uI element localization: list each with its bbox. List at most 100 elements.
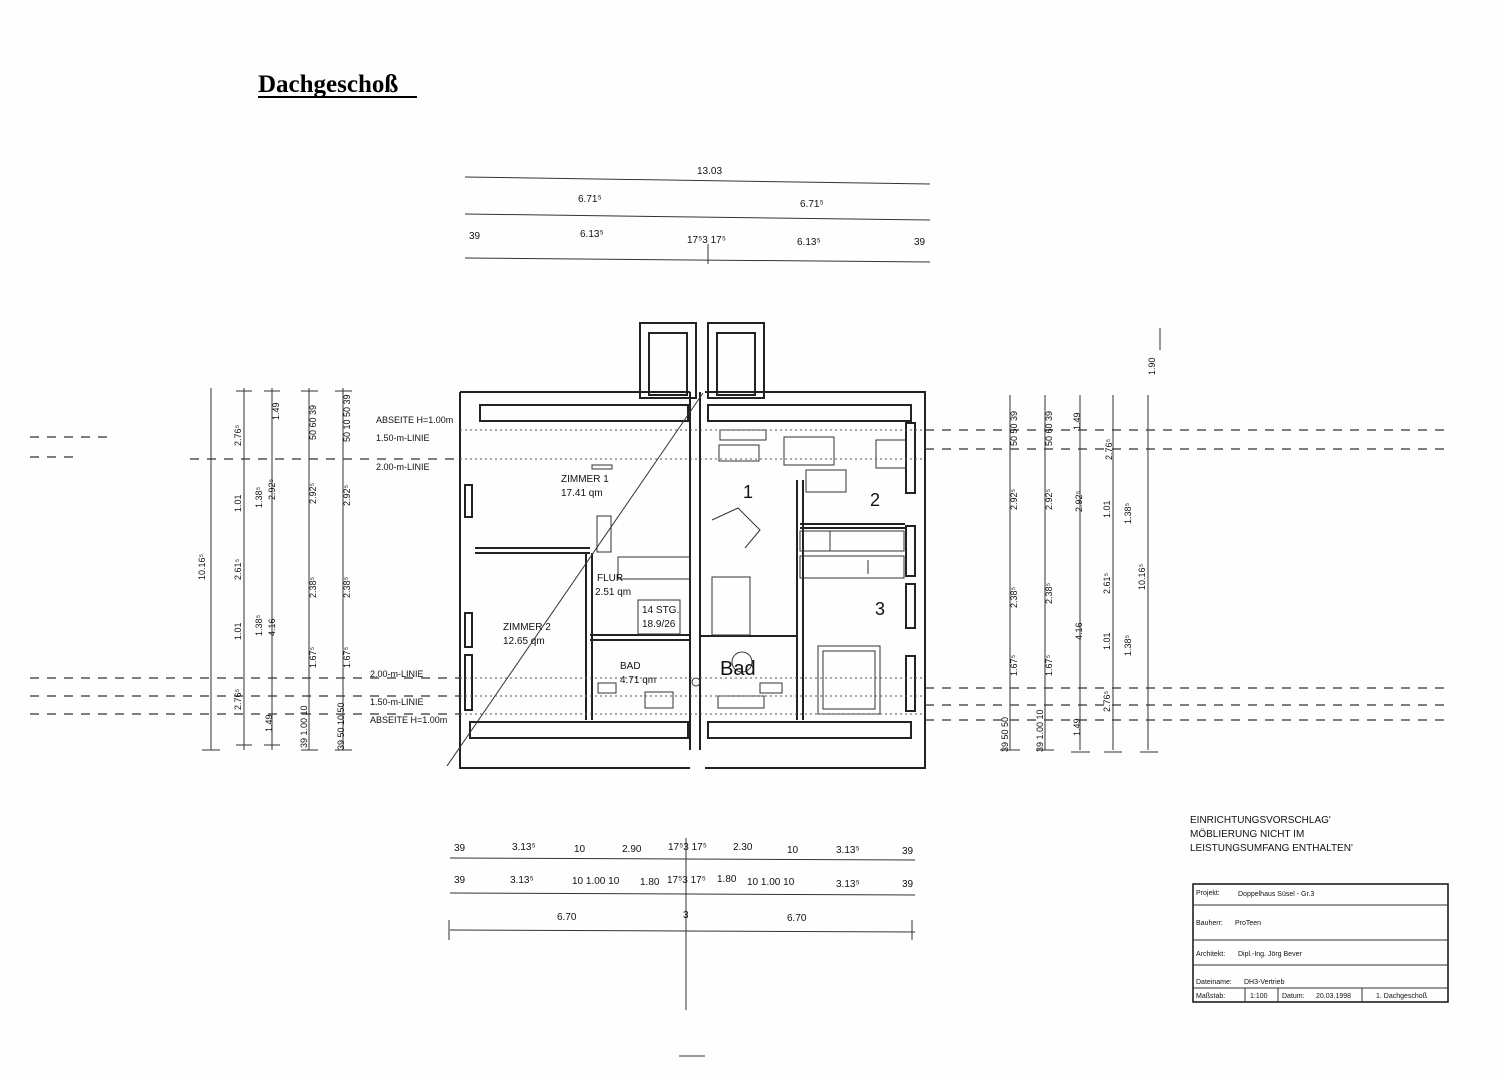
datum-value: 20.03.1998 [1316, 993, 1351, 1000]
note-line-3: LEISTUNGSUMFANG ENTHALTEN' [1190, 843, 1353, 854]
right-c5-c: 2.76⁵ [1102, 690, 1112, 712]
bottom-r1-7: 10 [787, 845, 799, 856]
top-dim-3: 17⁵3 17⁵ [687, 235, 726, 246]
right-c1-a: 50 50 39 [1009, 411, 1019, 446]
bad-name: BAD [620, 661, 641, 672]
room-number-2: 2 [870, 490, 880, 510]
left-c4-c: 2.38⁵ [308, 576, 318, 598]
bottom-dimension-chain [448, 838, 916, 1057]
massstab-label: Maßstab: [1196, 993, 1225, 1000]
right-c4-d: 1.38⁵ [1123, 634, 1133, 656]
flur-area: 2.51 qm [595, 587, 631, 598]
stairs-ratio: 18.9/26 [642, 619, 676, 630]
bottom-r3-1: 6.70 [557, 912, 577, 923]
bottom-r1-4: 2.90 [622, 844, 642, 855]
bottom-r3-2: 3 [683, 910, 689, 921]
height-lines [30, 429, 1450, 721]
datum-label: Datum: [1282, 993, 1305, 1000]
linie-150-bottom-label: 1.50-m-LINIE [370, 697, 424, 707]
bad-handwritten-label: Bad [720, 658, 756, 680]
right-c3-b: 2.92⁵ [1074, 490, 1084, 512]
bottom-r1-5: 17⁵3 17⁵ [668, 842, 707, 853]
left-c1-b: 2.61⁵ [233, 558, 243, 580]
left-dimension-chains [202, 388, 352, 751]
room-number-3: 3 [875, 599, 885, 619]
zimmer2-name: ZIMMER 2 [503, 622, 551, 633]
left-c1-c: 2.76⁵ [233, 688, 243, 710]
page-title: Dachgeschoß [258, 71, 398, 98]
bottom-r2-3: 10 1.00 10 [572, 876, 620, 887]
left-c2-c: 1.01 [233, 622, 243, 640]
dateiname-value: DH3-Vertrieb [1244, 979, 1285, 986]
zimmer1-name: ZIMMER 1 [561, 474, 609, 485]
abseite-bottom-label: ABSEITE H=1.00m [370, 715, 447, 725]
right-c3-c: 4.16 [1074, 622, 1084, 640]
right-c2-b: 2.92⁵ [1044, 488, 1054, 510]
bottom-r1-3: 10 [574, 844, 586, 855]
right-dimension-chains [1000, 328, 1161, 753]
top-left-half-dim: 6.71⁵ [578, 194, 602, 205]
bottom-r2-6: 1.80 [717, 874, 737, 885]
top-dimension-chain: 13.03 6.71⁵ 6.71⁵ 39 6.13⁵ 17⁵3 17⁵ 6.13… [464, 166, 931, 264]
architekt-label: Architekt: [1196, 951, 1225, 958]
right-top-extra-dim: 1.90 [1147, 357, 1157, 375]
bad-area: 4.71 qm [620, 675, 656, 686]
bottom-r2-4: 1.80 [640, 877, 660, 888]
room-labels: ZIMMER 1 17.41 qm ZIMMER 2 12.65 qm FLUR… [503, 474, 885, 686]
bottom-r2-2: 3.13⁵ [510, 875, 534, 886]
bottom-r2-9: 39 [902, 879, 914, 890]
right-c3-a: 1.49 [1072, 412, 1082, 430]
abseite-top-label: ABSEITE H=1.00m [376, 415, 453, 425]
top-right-half-dim: 6.71⁵ [800, 199, 824, 210]
left-c4-e: 39 1.00 10 [299, 705, 309, 748]
bauherr-value: ProTeen [1235, 920, 1261, 927]
left-c2-d: 1.38⁵ [254, 614, 264, 636]
left-c5-d: 1.67⁵ [342, 646, 352, 668]
right-c2-a: 50 60 39 [1044, 411, 1054, 446]
right-c1-c: 2.38⁵ [1009, 586, 1019, 608]
top-dim-2: 6.13⁵ [580, 229, 604, 240]
flur-name: FLUR [597, 573, 623, 584]
right-c4-c: 1.01 [1102, 632, 1112, 650]
left-total-dim: 10.16⁵ [197, 553, 207, 580]
right-c5-a: 2.76⁵ [1104, 438, 1114, 460]
bottom-r2-8: 3.13⁵ [836, 879, 860, 890]
left-c4-b: 2.92⁵ [308, 482, 318, 504]
blatt-value: 1. Dachgeschoß [1376, 993, 1427, 1000]
right-c5-b: 2.61⁵ [1102, 572, 1112, 594]
left-c3-c: 4.16 [267, 618, 277, 636]
bottom-r1-2: 3.13⁵ [512, 842, 536, 853]
bottom-r2-5: 17⁵3 17⁵ [667, 875, 706, 886]
linie-200-bottom-label: 2.00-m-LINIE [370, 669, 424, 679]
bottom-r1-9: 39 [902, 846, 914, 857]
linie-150-top-label: 1.50-m-LINIE [376, 433, 430, 443]
projekt-label: Projekt: [1196, 890, 1220, 897]
right-c2-c: 2.38⁵ [1044, 582, 1054, 604]
projekt-value: Doppelhaus Süsel - Gr.3 [1238, 891, 1314, 898]
left-c4-a: 50 60 39 [308, 405, 318, 440]
right-c4-b: 1.38⁵ [1123, 502, 1133, 524]
zimmer2-area: 12.65 qm [503, 636, 545, 647]
left-c3-d: 1.49 [264, 714, 274, 732]
building-outline [446, 322, 926, 769]
top-dim-5: 39 [914, 237, 926, 248]
left-c2-b: 1.38⁵ [254, 486, 264, 508]
left-c3-b: 2.92⁵ [267, 478, 277, 500]
left-c5-c: 2.38⁵ [342, 576, 352, 598]
right-c1-e: 39 50 50 [1000, 717, 1010, 752]
bottom-r1-8: 3.13⁵ [836, 845, 860, 856]
right-c2-d: 1.67⁵ [1044, 654, 1054, 676]
furniture [591, 429, 907, 715]
left-c5-e: 39 50 10 50 [336, 702, 346, 750]
bottom-r1-6: 2.30 [733, 842, 753, 853]
left-c3-a: 1.49 [271, 402, 281, 420]
architekt-value: Dipl.-Ing. Jörg Bever [1238, 951, 1302, 958]
left-c5-b: 2.92⁵ [342, 484, 352, 506]
note-line-2: MÖBLIERUNG NICHT IM [1190, 828, 1304, 840]
right-c1-d: 1.67⁵ [1009, 654, 1019, 676]
zimmer1-area: 17.41 qm [561, 488, 603, 499]
right-c2-e: 39 1.00 10 [1035, 709, 1045, 752]
linie-200-top-label: 2.00-m-LINIE [376, 462, 430, 472]
